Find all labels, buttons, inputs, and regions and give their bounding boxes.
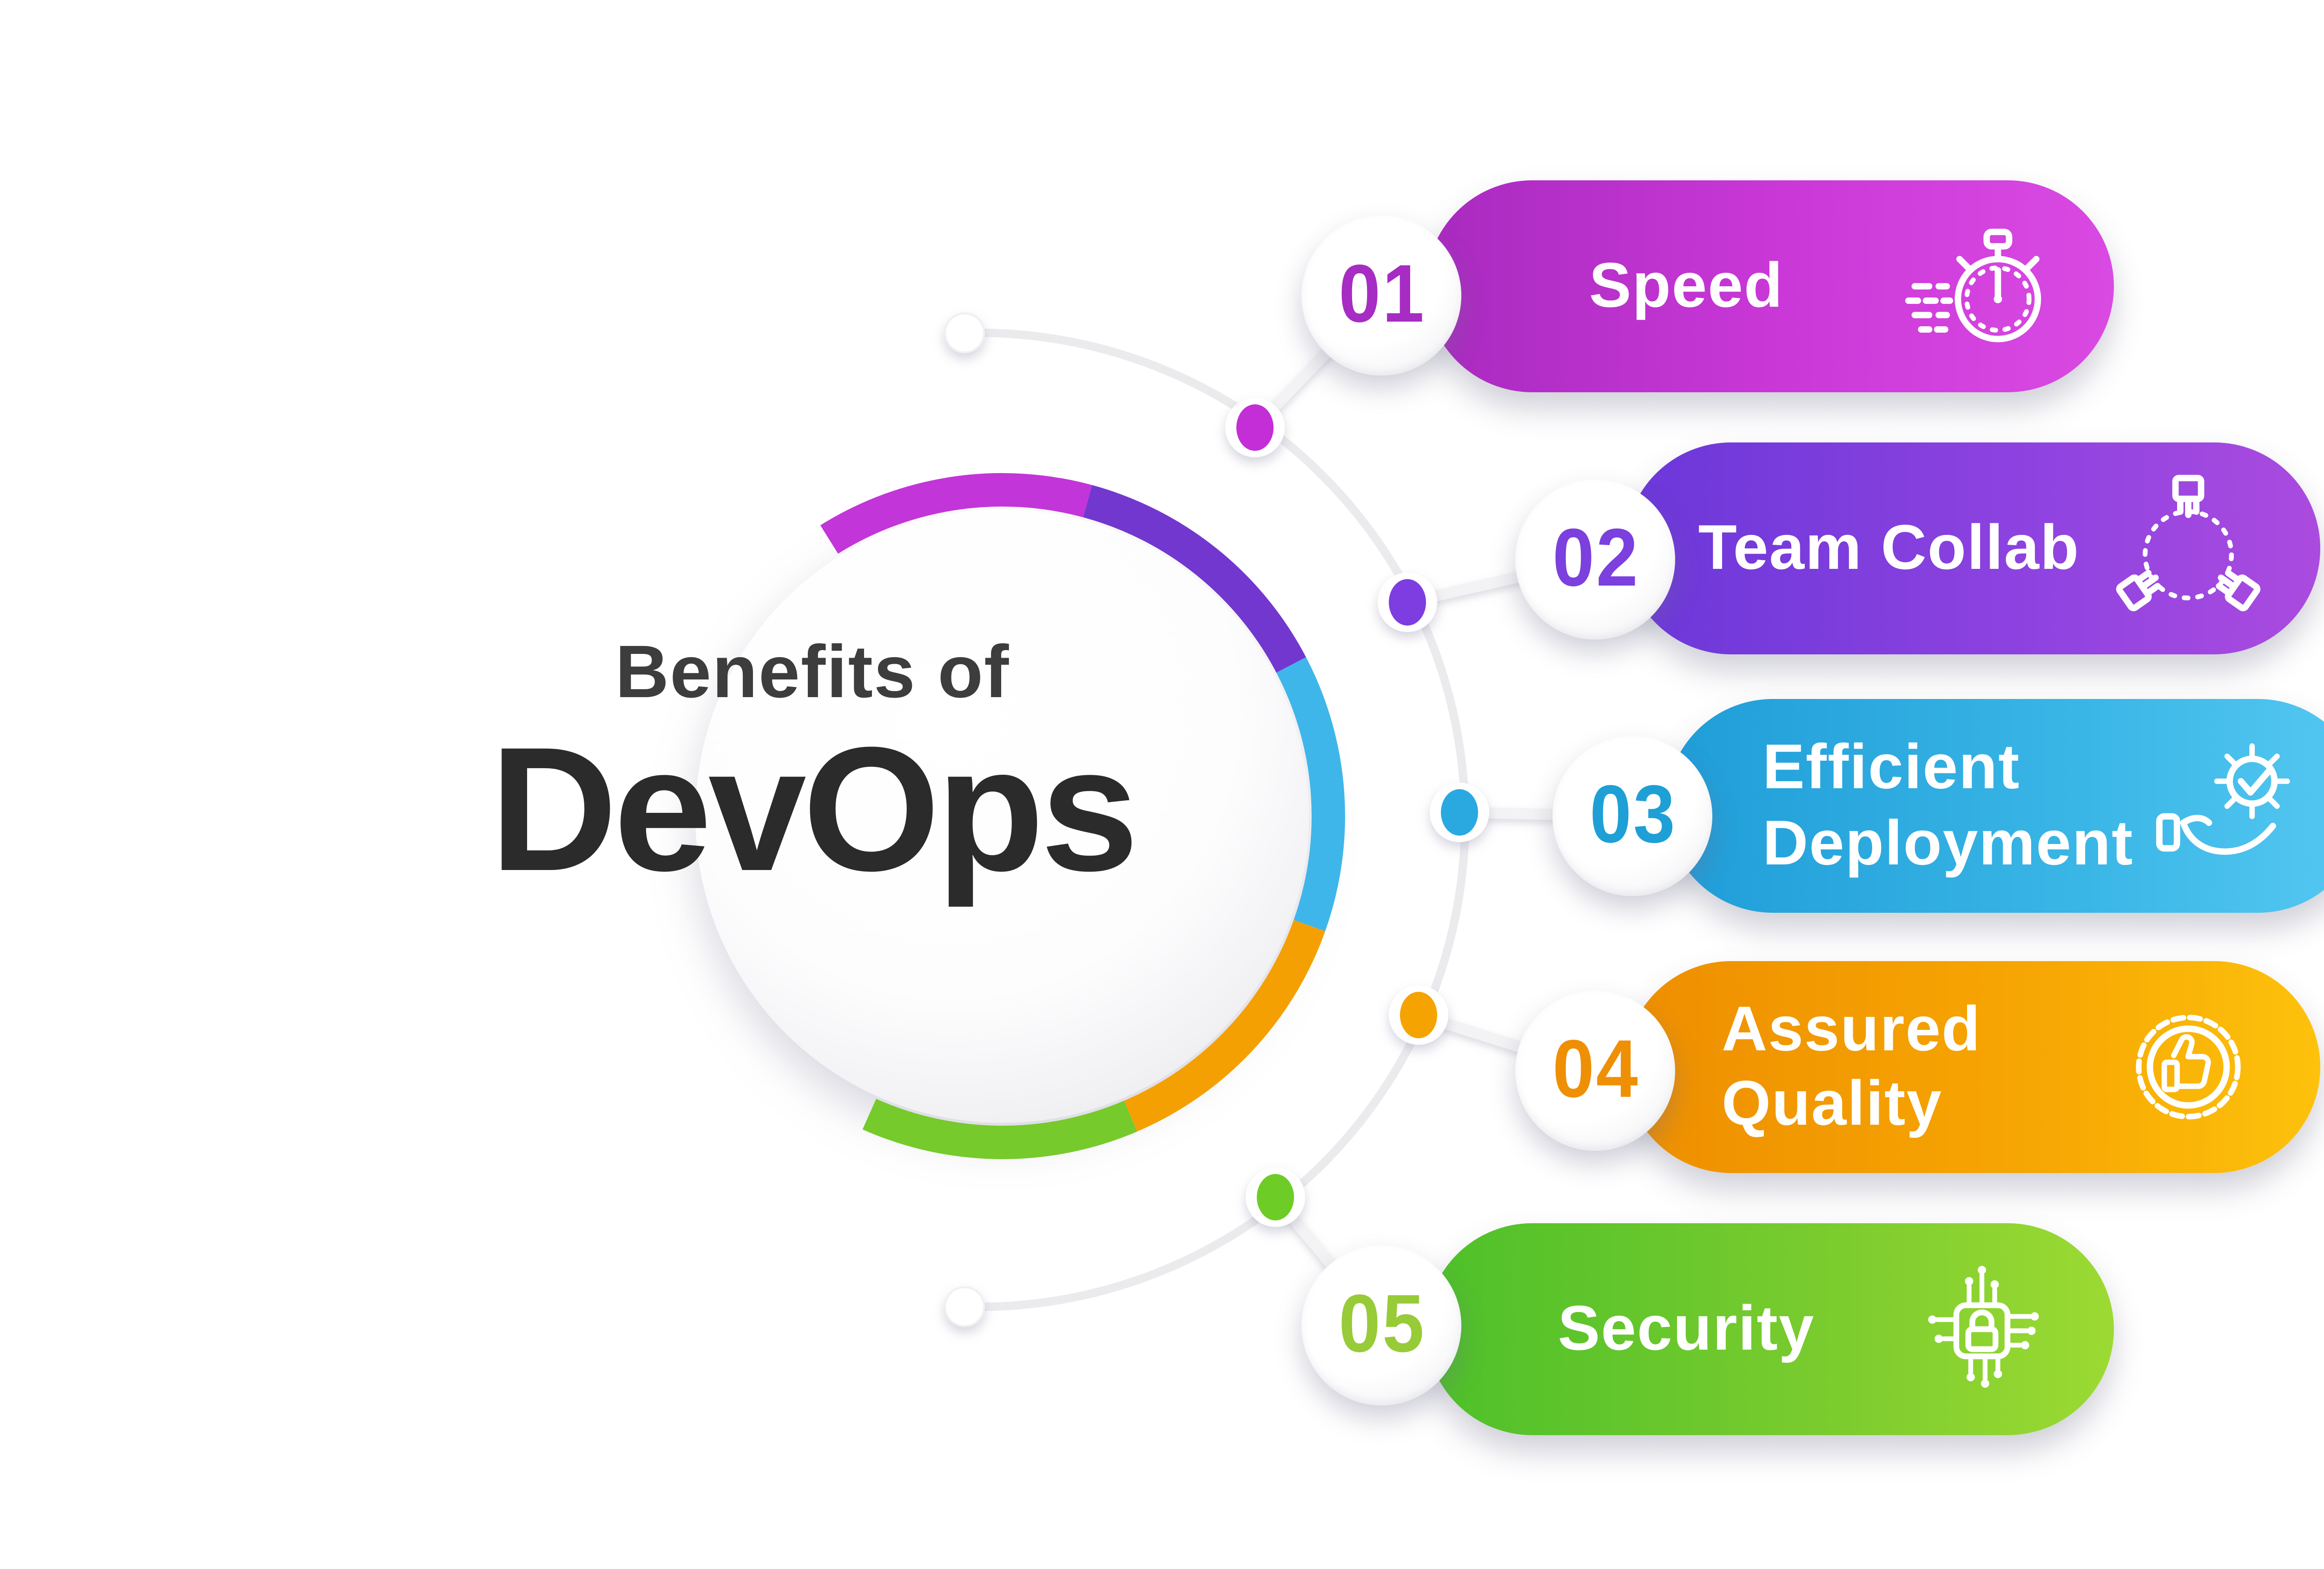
arc-end-node-top: [944, 312, 985, 354]
stopwatch-icon: [1902, 206, 2062, 366]
ring-segment-assured-quality: [1124, 920, 1326, 1132]
title-block: Benefits of DevOps: [459, 628, 1166, 900]
pill-label: Efficient Deployment: [1733, 699, 2134, 913]
benefit-pill-efficient-deployment: Efficient Deployment: [1666, 699, 2324, 913]
dot-team-collab: [1378, 573, 1437, 632]
milestone-dots: [1225, 398, 1489, 1227]
dot-assured-quality: [1389, 985, 1448, 1045]
pill-label: Team Collab: [1698, 513, 2080, 584]
benefit-pill-security: Security: [1426, 1223, 2114, 1435]
pill-label-line1: Efficient: [1763, 733, 2020, 804]
pill-label-line2: Deployment: [1763, 808, 2134, 878]
number-text: 01: [1338, 249, 1425, 340]
pill-label: Assured Quality: [1692, 961, 2086, 1173]
benefit-pill-team-collab: Team Collab: [1625, 442, 2320, 654]
number-badge-01: 01: [1301, 216, 1461, 376]
number-text: 02: [1552, 513, 1639, 604]
ring-segment-speed: [820, 473, 1092, 554]
pill-label: Speed: [1589, 251, 1784, 322]
number-badge-03: 03: [1552, 736, 1712, 896]
benefit-pill-assured-quality: Assured Quality: [1625, 961, 2320, 1173]
number-badge-02: 02: [1515, 480, 1675, 639]
benefit-pill-speed: Speed: [1426, 180, 2114, 392]
title-line1: Benefits of: [615, 632, 1010, 714]
dot-efficient-deployment: [1430, 783, 1489, 842]
progress-ring: [820, 473, 1345, 1160]
title-line2: DevOps: [489, 712, 1139, 909]
number-badge-05: 05: [1301, 1246, 1461, 1405]
quality-badge-icon: [2108, 987, 2268, 1147]
pill-label-line2: Quality: [1722, 1069, 1942, 1140]
dot-security: [1246, 1167, 1305, 1227]
gear-hand-icon: [2153, 726, 2313, 886]
ring-segment-team-collab: [1083, 485, 1306, 673]
number-text: 05: [1338, 1279, 1425, 1370]
pill-label-line1: Assured: [1722, 994, 1981, 1065]
ring-segment-security: [862, 1099, 1137, 1160]
number-text: 04: [1552, 1024, 1639, 1115]
team-hands-icon: [2108, 468, 2268, 628]
number-text: 03: [1589, 770, 1676, 861]
pill-label: Security: [1558, 1293, 1815, 1365]
center-circle: [695, 509, 1309, 1123]
dot-speed: [1225, 398, 1285, 457]
security-chip-icon: [1902, 1249, 2062, 1409]
arc-end-node-bottom: [944, 1286, 985, 1327]
ring-segment-efficient-deployment: [1276, 657, 1345, 931]
number-badge-04: 04: [1515, 991, 1675, 1151]
